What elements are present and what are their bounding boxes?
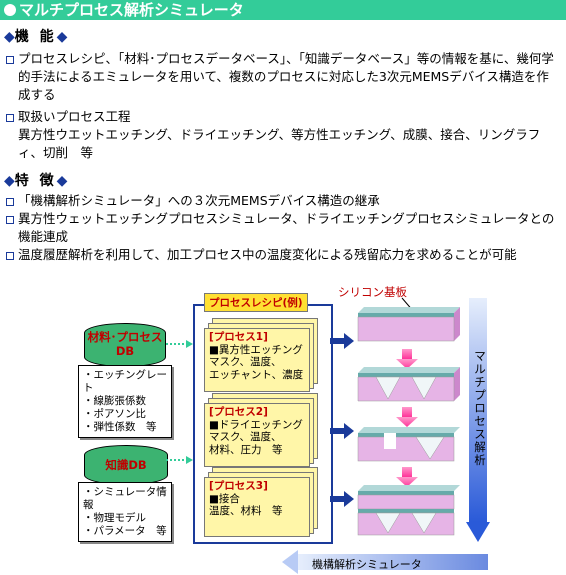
characteristics-heading: ◆特 徴◆ bbox=[4, 173, 68, 189]
stage-4-bonded bbox=[357, 485, 460, 536]
material-process-db-notes: ・エッチングレート ・線膨張係数 ・ポアソン比 ・弾性係数 等 bbox=[78, 365, 172, 438]
square-bullet-icon bbox=[6, 252, 14, 260]
multi-process-analysis-label: マルチプロセス解析 bbox=[474, 349, 486, 467]
bullet-circle-icon bbox=[4, 4, 16, 16]
diamond-icon: ◆ bbox=[4, 173, 15, 189]
db1-note: ・ポアソン比 bbox=[83, 408, 146, 420]
features-heading: ◆機 能◆ bbox=[4, 29, 68, 45]
silicon-substrate-label: シリコン基板 bbox=[338, 285, 407, 299]
diamond-icon: ◆ bbox=[56, 173, 68, 189]
material-process-db: 材料･プロセス DB bbox=[84, 323, 166, 367]
db2-note: ・物理モデル bbox=[83, 512, 146, 524]
db1-note: ・線膨張係数 bbox=[83, 395, 146, 407]
process-recipe-title: プロセスレシピ(例) bbox=[204, 293, 308, 312]
stage-2-etched bbox=[357, 367, 460, 402]
stage-3-dry-etched bbox=[357, 427, 460, 462]
page-title: マルチプロセス解析シミュレータ bbox=[19, 1, 244, 19]
db2-note: ・パラメータ 等 bbox=[83, 525, 167, 537]
db-connector-arrows bbox=[166, 340, 193, 464]
process-card-3: [プロセス3] ■接合 温度、材料 等 bbox=[204, 477, 310, 537]
feature-item-1: プロセスレシピ、「材料･プロセスデータベース」、「知識データベース」等の情報を基… bbox=[18, 51, 554, 102]
square-bullet-icon bbox=[6, 216, 14, 224]
process-card-2: [プロセス2] ■ドライエッチング マスク、温度、 材料、圧力 等 bbox=[204, 403, 310, 467]
knowledge-db-notes: ・シミュレータ情報 ・物理モデル ・パラメータ 等 bbox=[78, 482, 172, 542]
multi-process-arrow bbox=[466, 298, 490, 542]
square-bullet-icon bbox=[6, 114, 14, 122]
mechanism-analysis-label: 機構解析シミュレータ bbox=[312, 558, 422, 571]
process-card-1: [プロセス1] ■異方性エッチング マスク、温度、 エッチャント、濃度 bbox=[204, 328, 310, 392]
mechanism-analysis-arrow bbox=[282, 550, 488, 574]
characteristic-item-3: 温度履歴解析を利用して、加工プロセス中の温度変化による残留応力を求めることが可能 bbox=[18, 247, 517, 262]
square-bullet-icon bbox=[6, 56, 14, 64]
title-bar: マルチプロセス解析シミュレータ bbox=[0, 0, 566, 20]
feature-item-2: 取扱いプロセス工程 異方性ウエットエッチング、ドライエッチング、等方性エッチング… bbox=[18, 109, 541, 160]
diamond-icon: ◆ bbox=[56, 29, 68, 45]
db1-note: ・エッチングレート bbox=[83, 369, 167, 394]
square-bullet-icon bbox=[6, 198, 14, 206]
db2-note: ・シミュレータ情報 bbox=[83, 486, 167, 511]
db1-note: ・弾性係数 等 bbox=[83, 421, 157, 433]
diamond-icon: ◆ bbox=[4, 29, 15, 45]
knowledge-db: 知識DB bbox=[84, 445, 168, 485]
process-stage-illustrations bbox=[357, 307, 460, 536]
stage-1-substrate bbox=[357, 307, 460, 342]
characteristic-item-2: 異方性ウェットエッチングプロセスシミュレータ、ドライエッチングプロセスシミュレー… bbox=[18, 211, 555, 244]
recipe-to-stage-arrows bbox=[330, 333, 354, 507]
characteristic-item-1: 「機構解析シミュレータ」への３次元MEMSデバイス構造の継承 bbox=[18, 193, 380, 208]
